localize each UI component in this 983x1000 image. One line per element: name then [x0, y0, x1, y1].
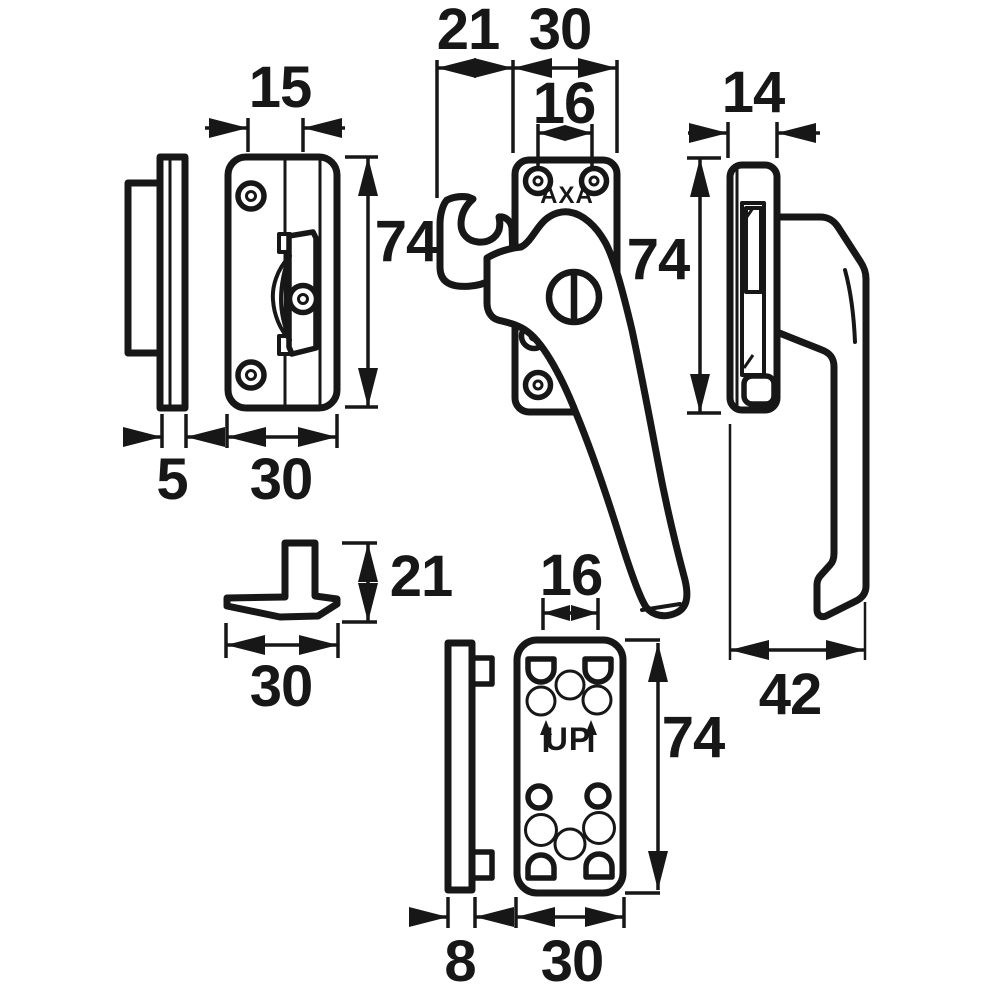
dim-label: 74: [627, 227, 690, 292]
dim-label: 15: [249, 55, 312, 120]
screw: [235, 359, 267, 391]
screw-ring: [235, 180, 267, 212]
screw: [522, 165, 554, 197]
lever-tip-line: [640, 602, 682, 612]
dim-handle-plate-width: 30: [511, 0, 619, 153]
dim-label: 42: [759, 662, 822, 727]
plate-hole-d-bottom-right: [583, 851, 615, 880]
mounting-plate-front-view: UP: [513, 636, 627, 897]
screw-center: [532, 175, 544, 187]
keeper-front-view: [224, 153, 341, 412]
dim-handle-height: 74: [627, 156, 721, 415]
dim-keeper-width: 30: [225, 414, 339, 512]
spacer-bar: [444, 639, 476, 894]
plate-hole-round: [581, 684, 613, 716]
plate-hole-round: [553, 827, 587, 861]
dim-label: 8: [444, 929, 475, 994]
plate-hole-d-top-left: [525, 656, 557, 685]
keeper-side-plate: [156, 153, 189, 412]
screw-ring: [522, 165, 554, 197]
dim-plate-hole-spacing: 16: [540, 543, 603, 630]
pivot-screw: [545, 268, 603, 326]
dim-keeper-thickness: 5: [123, 414, 225, 512]
handle-side-lever: [773, 213, 870, 621]
mounting-plate: [513, 636, 627, 897]
latch-pivot-hole: [297, 293, 309, 305]
dim-label: 21: [437, 0, 500, 62]
handle-side-slide: [744, 206, 763, 294]
dim-label: 16: [540, 543, 603, 608]
handle-side-bend-line: [843, 268, 857, 344]
plate-hole-d-bottom-left: [525, 852, 557, 881]
screw: [522, 369, 554, 401]
handle-lever: [483, 208, 691, 620]
up-arrow-icon: [540, 720, 552, 752]
channel-hatch-bottom: [742, 354, 755, 369]
dim-plate-height: 74: [625, 638, 726, 895]
dim-label: 14: [722, 60, 785, 125]
screw-ring: [522, 369, 554, 401]
handle-front-view: AXA: [436, 156, 691, 620]
dim-label: 21: [390, 544, 453, 609]
wedge-outline: [223, 539, 341, 621]
striker-wedge: [223, 539, 341, 621]
up-arrow-icon: [585, 720, 597, 752]
dim-hook-offset: 21: [435, 0, 513, 198]
dim-label: 74: [375, 209, 438, 274]
screw-center: [588, 175, 600, 187]
dim-label: 30: [541, 929, 604, 994]
dim-wedge-width: 30: [224, 623, 340, 719]
dim-wedge-height: 21: [342, 541, 453, 624]
handle-side-foot: [741, 373, 777, 407]
plate-hole-round: [524, 813, 558, 847]
dim-handle-depth: 14: [688, 60, 820, 158]
spacer-side-view: [444, 639, 495, 894]
screw-ring: [235, 359, 267, 391]
screw-center: [532, 379, 544, 391]
plate-hole-d-top-right: [582, 656, 614, 685]
dim-label: 16: [533, 71, 596, 136]
dim-keeper-height: 74: [345, 155, 439, 409]
hook-catch: [436, 193, 517, 290]
screw-center: [245, 190, 257, 202]
plate-hole-round: [582, 811, 616, 845]
plate-hole-small: [525, 783, 553, 811]
screw-center: [245, 369, 257, 381]
latch-spring: [270, 254, 292, 342]
keeper-latch: [270, 229, 320, 357]
keeper-side-flange: [124, 179, 166, 357]
dim-keeper-slot-offset: 15: [205, 55, 345, 152]
screw: [578, 165, 610, 197]
latch-pivot: [286, 282, 320, 316]
dim-plate-width: 30: [514, 897, 626, 994]
dim-label: 30: [250, 447, 313, 512]
keeper-side-view: [124, 153, 189, 412]
dim-plate-thickness: 8: [409, 897, 514, 994]
handle-side-view: [726, 161, 870, 621]
up-marking: UP: [540, 720, 597, 757]
dim-label: 74: [662, 705, 725, 770]
screw-ring: [578, 165, 610, 197]
channel-hatch-top: [742, 207, 755, 222]
dim-handle-reach: 42: [728, 424, 867, 727]
plate-hole-small: [584, 782, 612, 810]
plate-hole-round: [554, 669, 586, 701]
dim-label: 5: [156, 447, 187, 512]
brand-label: AXA: [540, 182, 594, 209]
up-label: UP: [545, 721, 591, 757]
dim-label: 30: [529, 0, 592, 62]
plate-hole-round: [525, 685, 557, 717]
screw: [235, 180, 267, 212]
dim-label: 30: [250, 654, 313, 719]
dim-handle-hole-spacing: 16: [533, 71, 596, 168]
